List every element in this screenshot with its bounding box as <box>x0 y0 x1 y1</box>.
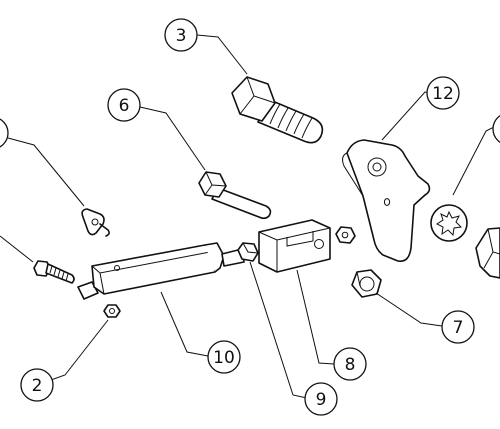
part-2-small-nut <box>103 304 121 318</box>
part-8-clevis <box>258 219 331 273</box>
part-3-hex-bolt <box>231 76 324 144</box>
leader-lines <box>0 34 500 399</box>
callout-2: 2 <box>20 368 54 402</box>
callout-3: 3 <box>164 18 198 52</box>
part-9-nut <box>237 242 259 262</box>
callout-7-label: 7 <box>453 318 464 338</box>
callout-12-label: 12 <box>432 84 454 104</box>
part-12-lever-bracket <box>342 139 431 263</box>
part-hex-nut-edge <box>475 227 500 279</box>
callout-8: 8 <box>333 347 367 381</box>
callout-edge-right <box>492 114 500 144</box>
callout-9: 9 <box>304 382 338 416</box>
part-screw-left <box>33 260 75 284</box>
callout-6-label: 6 <box>119 96 130 116</box>
callout-1: 1 <box>0 118 9 148</box>
callout-7: 7 <box>441 310 475 344</box>
part-star-washer <box>430 204 468 242</box>
callout-8-label: 8 <box>345 355 356 375</box>
callout-3-label: 3 <box>176 26 187 46</box>
callout-9-label: 9 <box>316 390 327 410</box>
callout-12: 12 <box>426 76 460 110</box>
callout-6: 6 <box>107 88 141 122</box>
callout-2-label: 2 <box>32 376 43 396</box>
part-6-pin-bolt <box>198 171 272 220</box>
part-small-nut-right <box>335 226 356 244</box>
callout-10: 10 <box>207 340 241 374</box>
callout-10-label: 10 <box>213 348 235 368</box>
part-1-clip <box>81 208 110 237</box>
part-10-rod-tube <box>77 242 245 300</box>
part-7-hex-nut <box>351 269 382 298</box>
